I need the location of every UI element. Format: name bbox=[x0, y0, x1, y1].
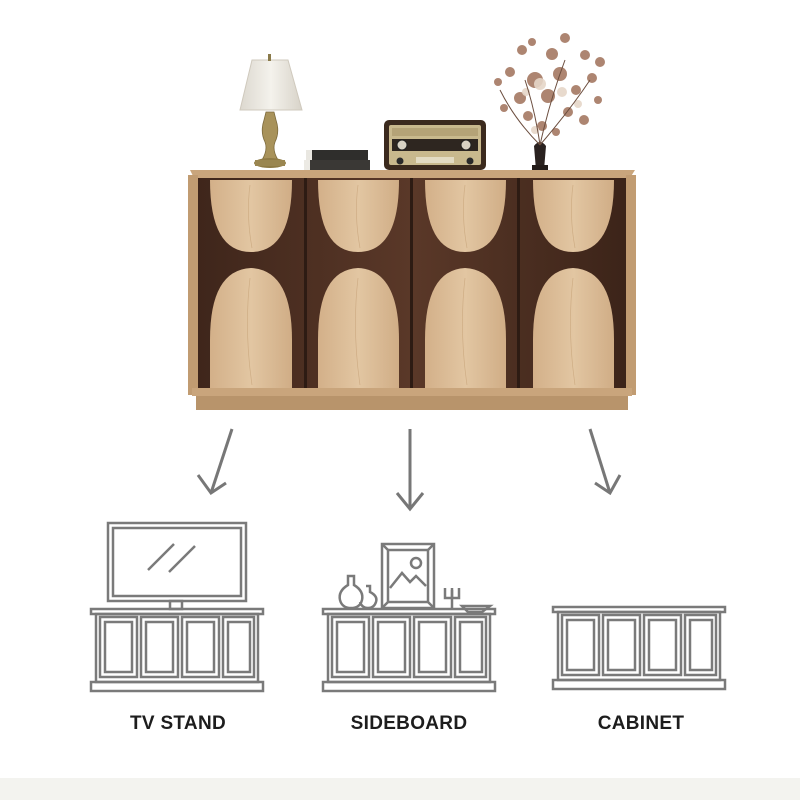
cabinet-icon bbox=[550, 602, 730, 698]
label-sideboard: SIDEBOARD bbox=[350, 713, 468, 734]
product-photo bbox=[180, 20, 640, 420]
arrow-down-right-icon bbox=[588, 428, 622, 496]
sideboard-cabinet bbox=[188, 170, 636, 410]
label-tv-stand: TV STAND bbox=[130, 713, 226, 734]
tv-stand-icon bbox=[88, 518, 268, 698]
label-cabinet: CABINET bbox=[597, 713, 685, 734]
arrow-down-left-icon bbox=[196, 428, 234, 496]
vintage-radio bbox=[384, 120, 486, 170]
arrow-down-icon bbox=[395, 429, 425, 512]
sideboard-icon bbox=[318, 540, 498, 700]
table-lamp bbox=[239, 54, 303, 168]
arrows bbox=[0, 420, 800, 520]
stacked-books bbox=[304, 150, 370, 170]
footer-band bbox=[0, 778, 800, 800]
dried-flower-vase bbox=[494, 33, 605, 171]
